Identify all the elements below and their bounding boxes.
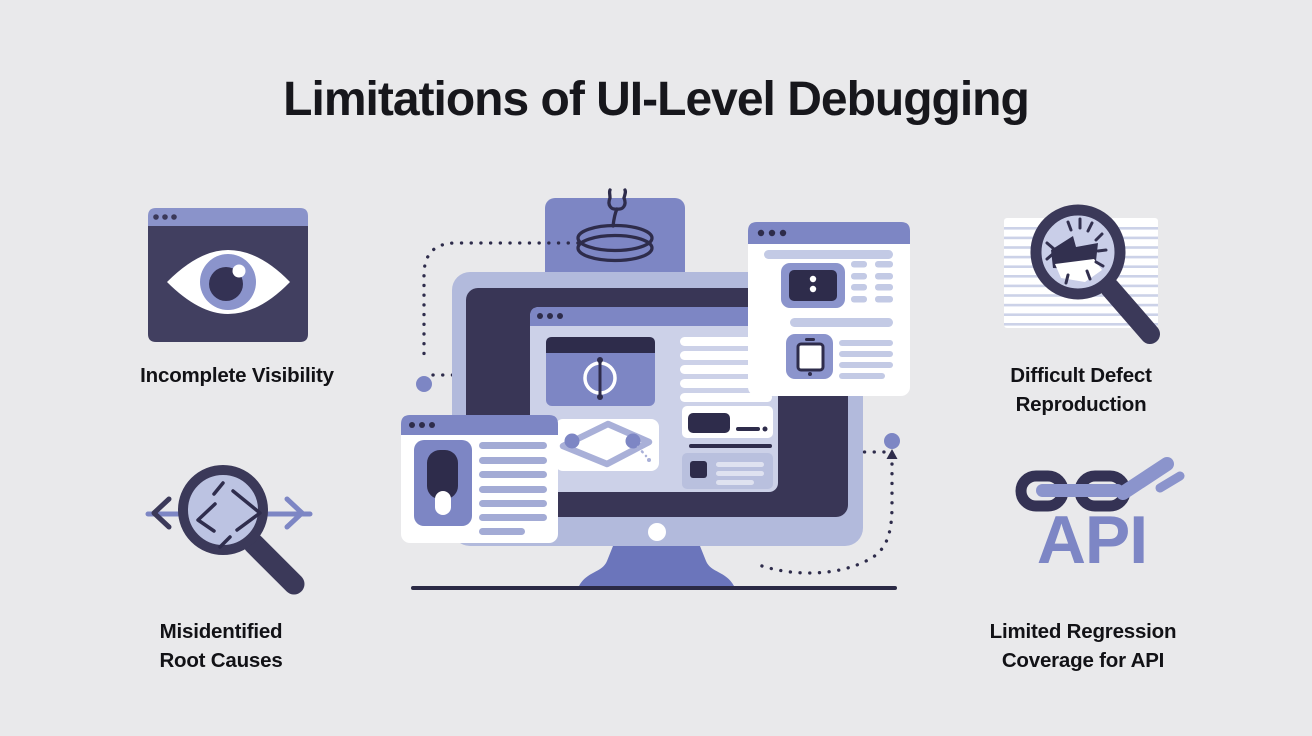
mobile-preview-icon — [414, 440, 472, 526]
monitor-camera-dot — [648, 523, 666, 541]
list-card — [682, 453, 773, 489]
tablet-tile — [786, 334, 833, 379]
lasso-wrench-card — [545, 188, 685, 282]
browser-eye-icon — [148, 208, 308, 342]
window-dots-icon — [757, 229, 787, 237]
broken-link-piece — [1116, 457, 1174, 500]
window-titlebar — [530, 307, 778, 326]
hero-card — [546, 337, 655, 406]
magnifier-code-icon — [145, 465, 313, 595]
broken-link-fragment — [1155, 471, 1185, 493]
window-titlebar — [748, 222, 910, 244]
text-lines — [839, 340, 893, 379]
eye-icon — [167, 250, 290, 314]
browser-window-right — [748, 222, 910, 396]
browser-window-left — [401, 415, 558, 543]
defect-burst — [1045, 217, 1108, 285]
lasso-wrench-icon — [576, 188, 654, 263]
magnifier-handle — [243, 533, 305, 595]
button-card — [682, 406, 773, 448]
page-title: Limitations of UI-Level Debugging — [283, 73, 1030, 126]
connector-end-dot — [416, 376, 432, 392]
browser-window-main — [530, 307, 778, 492]
label-difficult-defect-reproduction: Difficult Defect Reproduction — [1010, 364, 1152, 416]
dotted-connector-left — [416, 241, 580, 392]
dotted-connector-right — [754, 433, 900, 575]
window-dots-icon — [537, 313, 563, 319]
magnifier-handle — [1100, 278, 1160, 344]
broken-chain-icon — [1015, 457, 1185, 512]
pill-grid — [851, 261, 893, 303]
magnifier-defect-icon — [1004, 204, 1160, 344]
window-titlebar — [401, 415, 558, 435]
text-lines — [479, 442, 547, 535]
arrow-right-icon — [284, 496, 305, 530]
flow-diagram-icon — [555, 419, 659, 471]
code-brackets-glyph — [196, 481, 262, 549]
label-misidentified-root-causes: Misidentified Root Causes — [159, 620, 283, 672]
label-limited-regression-coverage: Limited Regression Coverage for API — [989, 620, 1177, 672]
label-incomplete-visibility: Incomplete Visibility — [140, 364, 334, 387]
media-tile — [781, 263, 845, 308]
connector-end-dot — [884, 433, 900, 449]
connector-arrowhead — [886, 449, 898, 459]
api-text: API — [1036, 502, 1148, 578]
monitor-stand — [579, 546, 734, 586]
window-dots-icon — [409, 422, 435, 428]
arrow-left-icon — [151, 496, 172, 530]
